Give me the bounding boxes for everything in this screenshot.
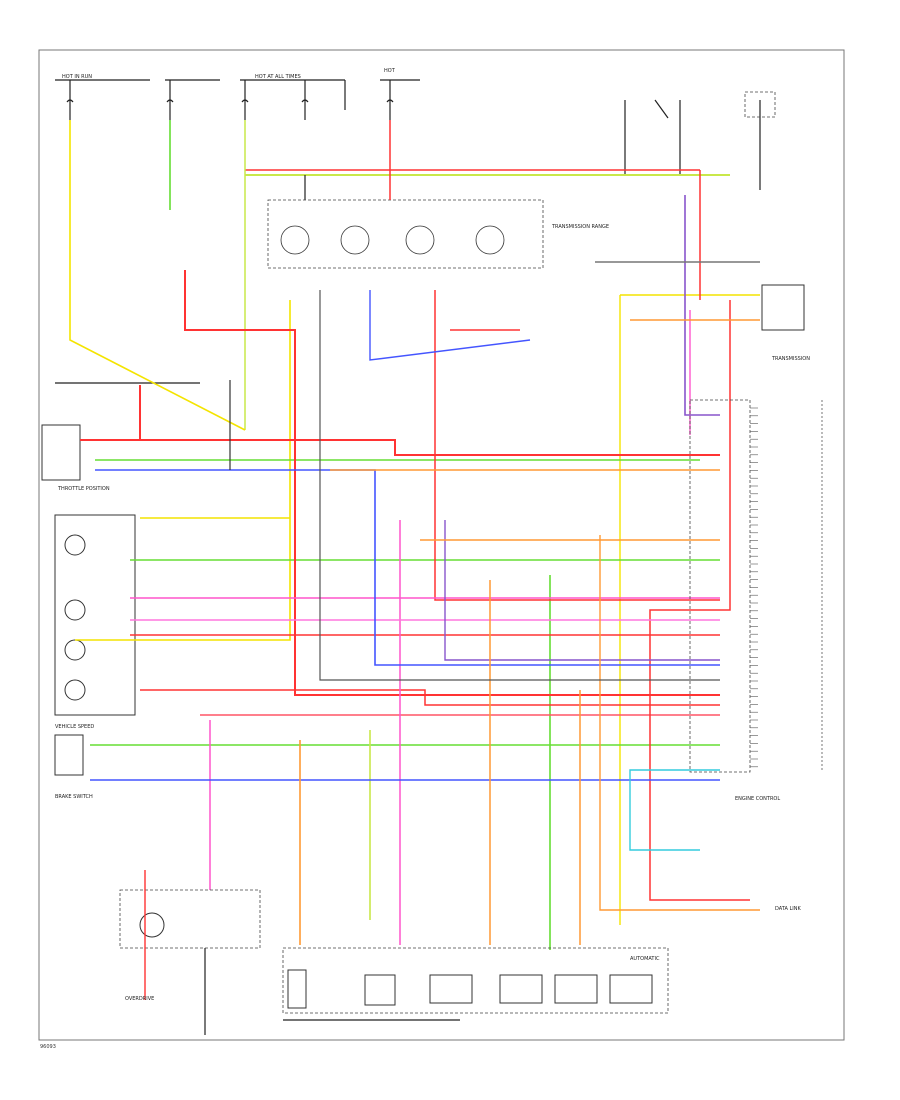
solenoid-4 [609,974,653,1004]
solenoid-3 [554,974,598,1004]
label-3: HOT [384,68,396,74]
wire-blu-3 [369,290,531,361]
harness-wires [69,120,760,950]
fuse-symbol-5 [386,99,394,103]
od-switch-block [119,870,261,1035]
wire-red-9 [140,689,720,706]
ecu-pin-labels [750,407,758,768]
label-9: AUTOMATIC [630,956,660,962]
wire-blu-1 [95,469,720,666]
wire-labels: HOT IN RUN HOT AT ALL TIMES HOT TRANSMIS… [55,68,810,1002]
wire-yel-2 [75,300,291,641]
range-sensor-body [761,284,805,331]
label-6: THROTTLE POSITION [57,486,110,492]
diagram-frame [38,49,845,1041]
solenoid-2 [499,974,543,1004]
switch-contact [654,99,669,119]
throttle-sensor-box [41,424,81,481]
fuse-symbol-1 [66,99,74,103]
od-switch-box [119,889,261,949]
left-sensors [41,382,200,776]
wire-vio-1 [684,195,720,416]
fuse-symbol-4 [301,99,309,103]
wire-vio-2 [444,520,720,661]
sensor-circle-1 [64,534,86,556]
sensor-circle-3 [64,639,86,661]
sensor-circle-4 [64,679,86,701]
label-5: TRANSMISSION [771,356,810,362]
label-12: OVERDRIVE [125,996,154,1002]
switch-circle-4 [475,225,505,255]
label-10: DATA LINK [775,906,801,912]
wire-cyan-1 [629,769,720,851]
brake-switch-box [54,734,84,776]
solenoid-block [282,947,669,1021]
trans-range-sensor [761,284,805,331]
solenoid-1 [429,974,473,1004]
top-power-section [55,79,776,190]
solenoid-5 [364,974,396,1006]
label-1: HOT IN RUN [62,74,92,80]
od-lamp [139,912,165,938]
label-4: TRANSMISSION RANGE [551,224,609,230]
fuse-symbol-2 [166,99,174,103]
fuse-symbol-3 [241,99,249,103]
switch-circle-2 [340,225,370,255]
ecu-connector [689,399,823,773]
sensor-circle-2 [64,599,86,621]
wire-red-1 [184,270,720,696]
wire-red-11 [649,300,750,901]
range-switch-box [267,199,544,269]
wire-blk-1 [319,290,720,681]
solenoid-box [282,947,669,1014]
wire-red-6 [434,290,720,601]
wire-yel-1 [69,120,246,431]
switch-circle-1 [280,225,310,255]
wire-red-2 [80,439,720,456]
label-11: ENGINE CONTROL [735,796,780,802]
wire-org-6 [599,535,760,911]
label-2: HOT AT ALL TIMES [255,74,301,80]
top-bus [244,120,730,430]
temp-sensor [287,969,307,1009]
range-switch-block [267,199,544,269]
footer-code: 96093 [40,1044,56,1050]
label-7: VEHICLE SPEED [55,724,94,730]
switch-circle-3 [405,225,435,255]
relay-box [744,91,776,118]
label-8: BRAKE SWITCH [55,794,93,800]
ecu-pin-block [689,399,751,773]
